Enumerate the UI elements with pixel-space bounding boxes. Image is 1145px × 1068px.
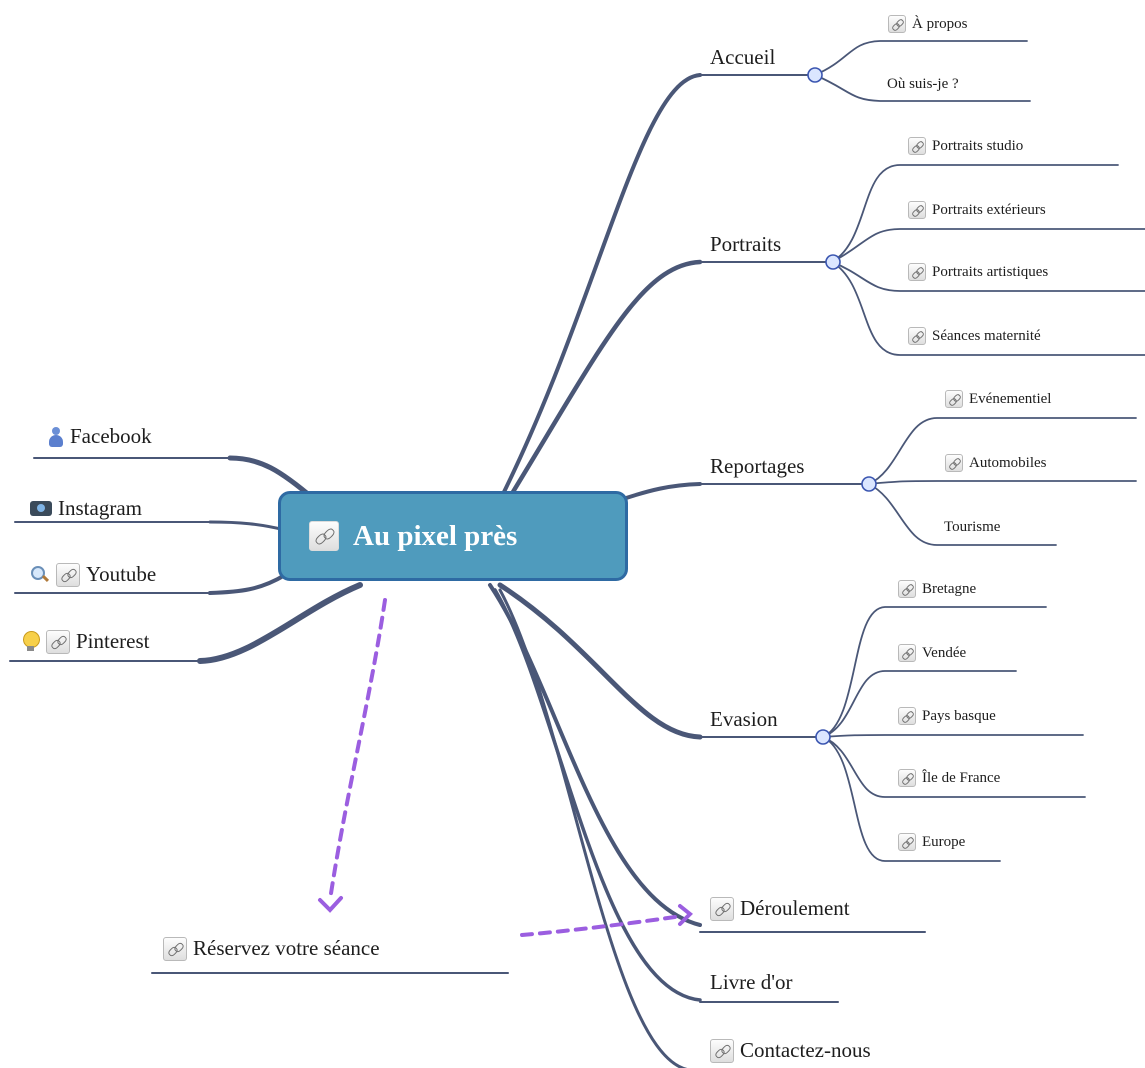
branch-accueil [498,73,702,502]
link-icon[interactable] [898,644,916,662]
topic-instagram-label: Instagram [58,496,142,520]
relationship-arrow-reserve [328,598,387,902]
branch-livre [493,588,702,1002]
subtopic-label: Vendée [922,644,967,661]
subtopic-tourisme[interactable]: Tourisme [944,519,1001,535]
link-icon[interactable] [710,896,734,921]
branch-evasion [497,582,703,740]
floating-topic-reserve[interactable]: Réservez votre séance [163,936,380,961]
branch-youtube [208,573,287,595]
topic-pinterest[interactable]: Pinterest [22,629,150,654]
link-icon[interactable] [945,390,963,408]
link-icon[interactable] [908,137,926,155]
subtopic-label: Portraits extérieurs [932,201,1046,218]
subtopic-label: Pays basque [922,707,996,724]
topic-accueil[interactable]: Accueil [710,45,776,69]
relationship-arrow-deroulement [520,914,684,937]
topic-deroulement-label: Déroulement [740,896,850,920]
branch-contact [498,588,689,1068]
camera-icon [30,501,52,516]
central-topic-node[interactable]: Au pixel près [278,491,628,581]
topic-pinterest-label: Pinterest [76,629,150,653]
central-topic-title: Au pixel près [353,519,518,552]
subtopic-seances-maternite[interactable]: Séances maternité [908,327,1041,345]
subtopic-vendee[interactable]: Vendée [898,644,966,662]
topic-contact-label: Contactez-nous [740,1038,871,1062]
subtopic-label: Portraits artistiques [932,263,1049,280]
subtopic-portraits-exterieurs[interactable]: Portraits extérieurs [908,201,1046,219]
subtopic-pays-basque[interactable]: Pays basque [898,707,996,725]
subtopic-portraits-artistiques[interactable]: Portraits artistiques [908,263,1048,281]
subtopic-portraits-studio[interactable]: Portraits studio [908,137,1023,155]
link-icon[interactable] [908,327,926,345]
subtopic-europe[interactable]: Europe [898,833,965,851]
branch-reportages [618,482,702,502]
lightbulb-icon [22,630,40,653]
person-icon [48,426,64,447]
link-icon[interactable] [56,562,80,587]
link-icon[interactable] [888,15,906,33]
topic-youtube[interactable]: Youtube [30,562,156,587]
topic-portraits[interactable]: Portraits [710,232,782,256]
branch-pinterest [197,582,363,664]
subtopic-ou-suis-je[interactable]: Où suis-je ? [887,76,959,92]
topic-livre-dor[interactable]: Livre d'or [710,970,793,994]
link-icon[interactable] [898,769,916,787]
collapse-toggle-accueil [807,67,823,83]
collapse-toggle-reportages [861,476,877,492]
link-icon[interactable] [898,833,916,851]
link-icon[interactable] [309,521,339,551]
subtopic-evenementiel[interactable]: Evénementiel [945,390,1051,408]
subtopic-label: Evénementiel [969,390,1052,407]
topic-evasion[interactable]: Evasion [710,707,778,731]
subtopic-label: Portraits studio [932,137,1024,154]
link-icon[interactable] [898,580,916,598]
link-icon[interactable] [710,1038,734,1063]
subtopic-label: Séances maternité [932,327,1041,344]
magnifier-icon [30,565,50,585]
subtopic-label: À propos [912,15,968,32]
topic-youtube-label: Youtube [86,562,157,586]
link-icon[interactable] [46,629,70,654]
link-icon[interactable] [908,201,926,219]
collapse-toggle-portraits [825,254,841,270]
subtopic-label: Île de France [922,769,1001,786]
subtopic-label: Europe [922,833,966,850]
link-icon[interactable] [908,263,926,281]
topic-instagram[interactable]: Instagram [30,496,142,521]
link-icon[interactable] [945,454,963,472]
topic-contact[interactable]: Contactez-nous [710,1038,871,1063]
collapse-toggle-evasion [815,729,831,745]
topic-deroulement[interactable]: Déroulement [710,896,850,921]
branch-instagram [208,520,287,532]
link-icon[interactable] [898,707,916,725]
subtopic-automobiles[interactable]: Automobiles [945,454,1047,472]
subtopic-ile-de-france[interactable]: Île de France [898,769,1000,787]
topic-facebook[interactable]: Facebook [48,424,152,449]
subtopic-a-propos[interactable]: À propos [888,15,967,33]
subtopic-label: Bretagne [922,580,977,597]
topic-reportages[interactable]: Reportages [710,454,805,478]
topic-facebook-label: Facebook [70,424,152,448]
link-icon[interactable] [163,936,187,961]
subtopic-bretagne[interactable]: Bretagne [898,580,976,598]
subtopic-label: Automobiles [969,454,1047,471]
branch-portraits [502,259,703,508]
floating-topic-reserve-label: Réservez votre séance [193,936,380,960]
